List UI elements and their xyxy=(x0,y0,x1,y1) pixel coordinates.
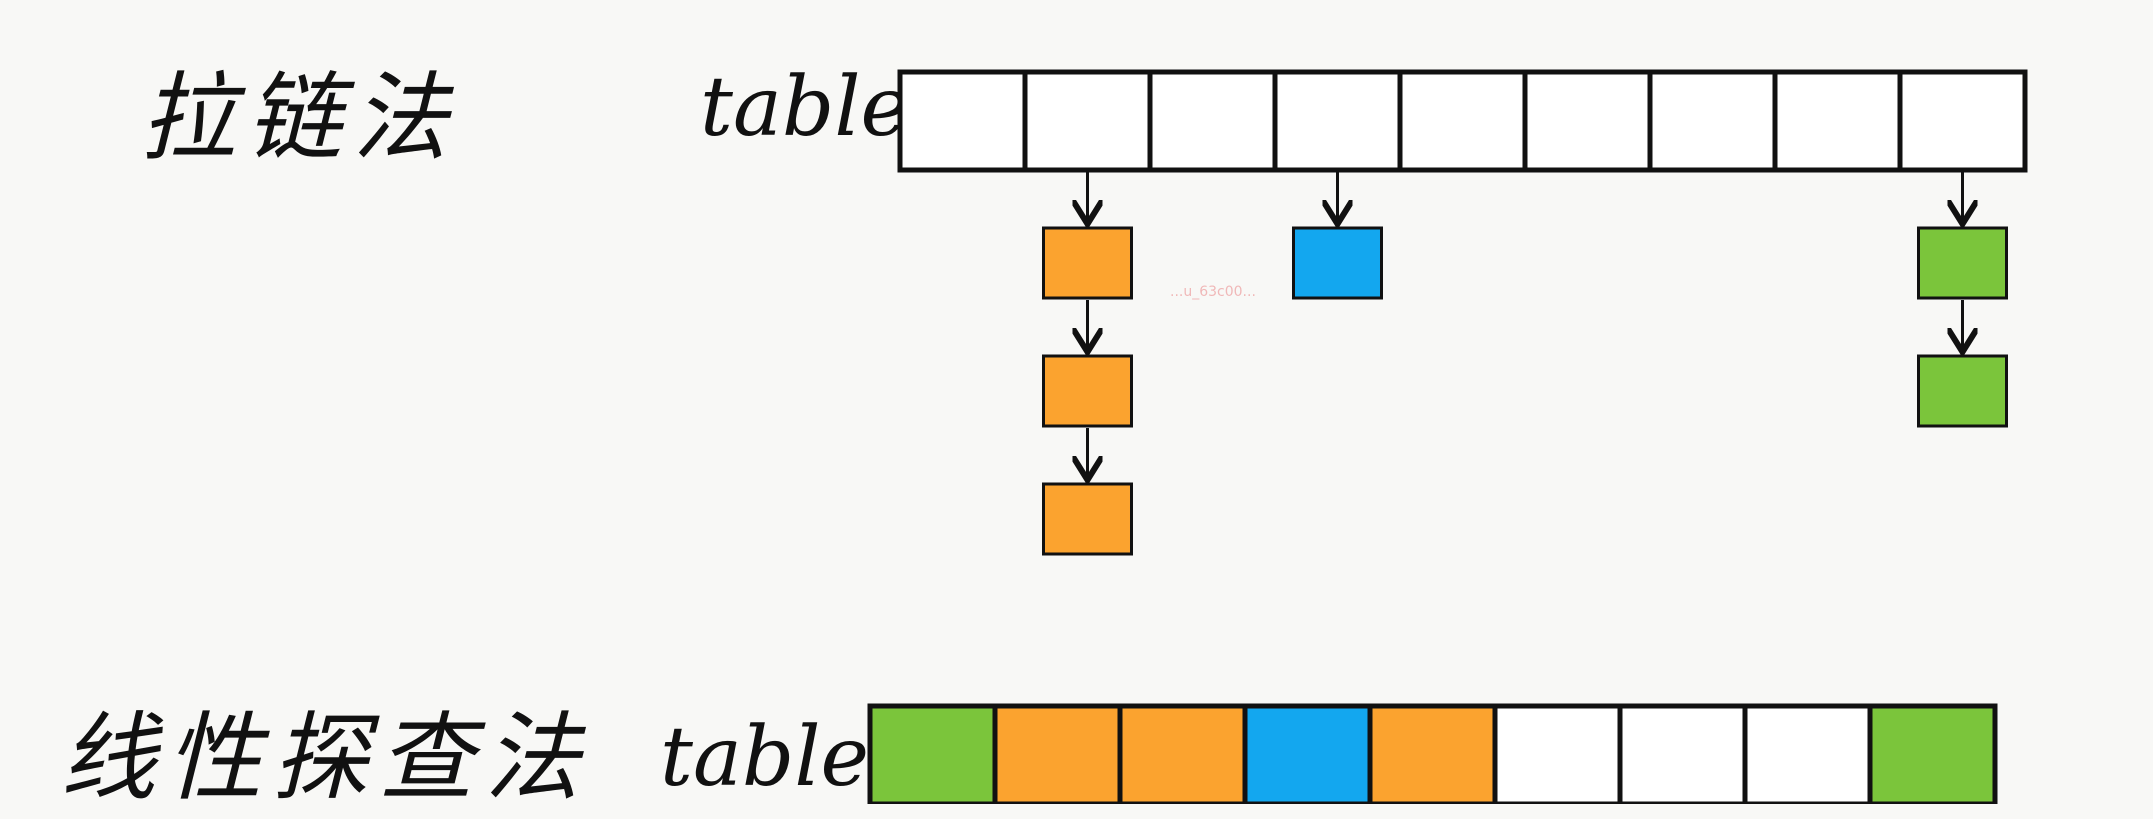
chaining-table-slot-5 xyxy=(1522,69,1653,173)
chain-node-orange xyxy=(1042,482,1133,556)
linear-probing-slot-green xyxy=(867,703,998,804)
linear-probing-table xyxy=(867,703,1998,804)
linear-probing-slot-empty xyxy=(1742,703,1873,804)
chaining-table-slot-0 xyxy=(897,69,1028,173)
chain-node-orange xyxy=(1042,226,1133,300)
chain-node-blue xyxy=(1292,226,1383,300)
chaining-table-slot-3 xyxy=(1272,69,1403,173)
linear-probing-slot-orange xyxy=(992,703,1123,804)
watermark: ...u_63c00... xyxy=(1170,284,1256,300)
chaining-table-slot-4 xyxy=(1397,69,1528,173)
chaining-table xyxy=(897,69,2028,173)
chaining-table-slot-2 xyxy=(1147,69,1278,173)
chaining-nodes xyxy=(1042,172,2008,556)
chaining-table-slot-1 xyxy=(1022,69,1153,173)
chain-node-green xyxy=(1917,354,2008,428)
linear-probing-title: 线性探查法 xyxy=(60,702,590,814)
linear-probing-slot-orange xyxy=(1367,703,1498,804)
chaining-table-slot-6 xyxy=(1647,69,1778,173)
chaining-table-slot-7 xyxy=(1772,69,1903,173)
chain-node-green xyxy=(1917,226,2008,300)
linear-probing-table-label: table xyxy=(660,710,870,805)
linear-probing-slot-empty xyxy=(1617,703,1748,804)
chain-node-orange xyxy=(1042,354,1133,428)
linear-probing-slot-empty xyxy=(1492,703,1623,804)
chaining-table-label: table xyxy=(700,60,910,155)
chaining-table-slot-8 xyxy=(1897,69,2028,173)
linear-probing-slot-green xyxy=(1867,703,1998,804)
linear-probing-slot-orange xyxy=(1117,703,1248,804)
linear-probing-slot-blue xyxy=(1242,703,1373,804)
chaining-title: 拉链法 xyxy=(140,62,458,174)
